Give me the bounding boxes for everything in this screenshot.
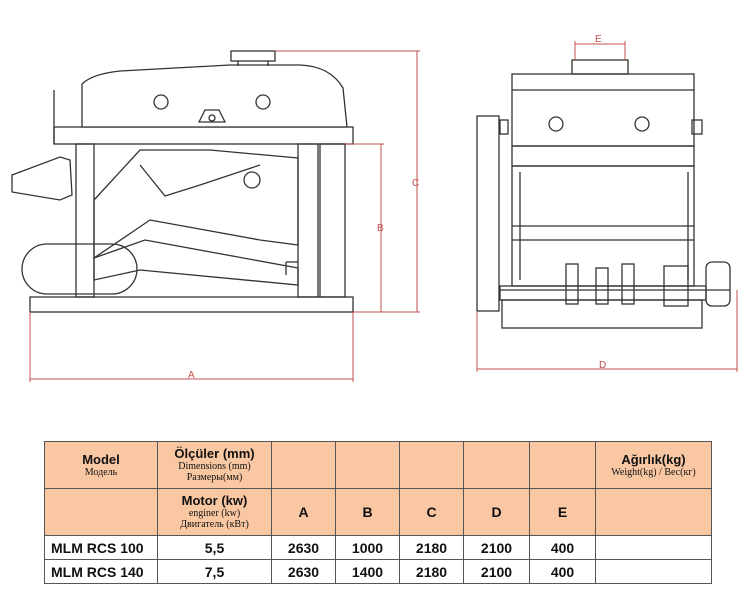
dim-label-b: B	[377, 223, 384, 234]
model-header-cell: Model Модель	[44, 441, 158, 489]
side-view	[11, 50, 354, 313]
technical-drawing: A B C D E	[11, 34, 738, 382]
motor-cell: 7,5	[157, 559, 272, 584]
weight-header-cell: Ağırlık(kg) Weight(kg) / Вес(кг)	[595, 441, 712, 489]
c-cell: 2180	[399, 559, 464, 584]
e-cell: 400	[529, 559, 596, 584]
spec-table: Model Модель Ölçüler (mm) Dimensions (mm…	[44, 441, 712, 584]
motor-header-cell: Motor (kw) enginer (kw) Двигатель (кВт)	[157, 488, 272, 536]
table-row: MLM RCS 140 7,5 2630 1400 2180 2100 400	[44, 559, 712, 584]
dimension-lines	[29, 41, 738, 382]
dimensions-header-ru: Размеры(мм)	[186, 472, 243, 483]
dimensions-header-en: Dimensions (mm)	[178, 461, 251, 472]
header-blank-cell	[399, 441, 464, 489]
motor-header-en: enginer (kw)	[188, 508, 241, 519]
motor-cell: 5,5	[157, 535, 272, 560]
weight-cell	[595, 535, 712, 560]
weight-header: Ağırlık(kg)	[621, 451, 686, 467]
dim-label-d: D	[599, 360, 606, 371]
header-blank-cell	[529, 441, 596, 489]
a-cell: 2630	[271, 559, 336, 584]
column-header-a: A	[271, 488, 336, 536]
e-cell: 400	[529, 535, 596, 560]
c-cell: 2180	[399, 535, 464, 560]
weight-cell	[595, 559, 712, 584]
model-header: Model	[82, 451, 120, 467]
subheader-blank-cell	[44, 488, 158, 536]
model-cell: MLM RCS 140	[44, 559, 158, 584]
table-header-row: Model Модель Ölçüler (mm) Dimensions (mm…	[44, 441, 712, 489]
column-header-c: C	[399, 488, 464, 536]
front-view	[476, 59, 731, 329]
a-cell: 2630	[271, 535, 336, 560]
table-subheader-row: Motor (kw) enginer (kw) Двигатель (кВт) …	[44, 488, 712, 536]
b-cell: 1400	[335, 559, 400, 584]
column-header-b: B	[335, 488, 400, 536]
header-blank-cell	[335, 441, 400, 489]
model-header-ru: Модель	[84, 466, 118, 478]
subheader-blank-cell	[595, 488, 712, 536]
model-cell: MLM RCS 100	[44, 535, 158, 560]
weight-header-sub: Weight(kg) / Вес(кг)	[611, 466, 696, 478]
dimensions-header-cell: Ölçüler (mm) Dimensions (mm) Размеры(мм)	[157, 441, 272, 489]
column-header-d: D	[463, 488, 530, 536]
header-blank-cell	[463, 441, 530, 489]
header-blank-cell	[271, 441, 336, 489]
table-row: MLM RCS 100 5,5 2630 1000 2180 2100 400	[44, 535, 712, 560]
dimensions-header: Ölçüler (mm)	[174, 446, 255, 461]
d-cell: 2100	[463, 559, 530, 584]
b-cell: 1000	[335, 535, 400, 560]
dim-label-c: C	[412, 178, 419, 189]
dim-label-e: E	[595, 34, 602, 45]
column-header-e: E	[529, 488, 596, 536]
d-cell: 2100	[463, 535, 530, 560]
dim-label-a: A	[188, 370, 195, 381]
motor-header: Motor (kw)	[181, 493, 248, 508]
motor-header-ru: Двигатель (кВт)	[180, 519, 249, 530]
